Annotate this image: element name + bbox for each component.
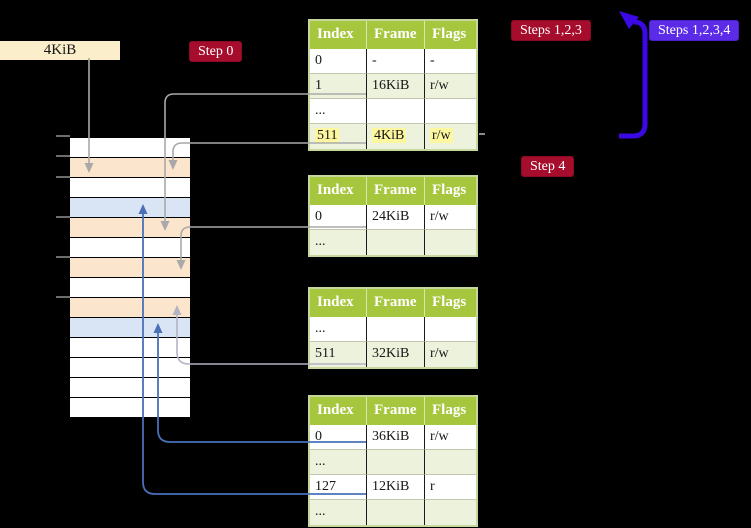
table-row: 0-- <box>310 49 476 74</box>
table-cell: 32KiB <box>367 342 425 367</box>
table-row: 511 4KiB r/w <box>310 124 476 149</box>
table-cell <box>425 450 476 475</box>
table-cell: ... <box>310 99 367 124</box>
table-cell: ... <box>310 230 367 255</box>
table-cell <box>367 450 425 475</box>
table-header-cell: Frame <box>367 21 425 49</box>
table-header-cell: Index <box>310 21 367 49</box>
table-row: ... <box>310 450 476 475</box>
memory-row-white <box>70 178 190 198</box>
memory-tick <box>56 296 70 298</box>
memory-row-peach <box>70 258 190 278</box>
memory-tick <box>56 216 70 218</box>
table-row: ... <box>310 317 476 342</box>
table-cell: ... <box>310 317 367 342</box>
page-size-label: 4KiB <box>0 41 120 60</box>
memory-tick <box>56 155 70 157</box>
table-cell <box>367 230 425 255</box>
table-header-cell: Flags <box>432 182 467 198</box>
table-cell: 511 <box>310 124 367 149</box>
table-cell <box>425 230 476 255</box>
table-cell: - <box>425 49 476 74</box>
steps1234-badge: Steps 1,2,3,4 <box>649 20 740 41</box>
table-cell: 12KiB <box>367 475 425 500</box>
table-header-cell: Flags <box>432 294 467 310</box>
table-cell: r <box>425 475 476 500</box>
memory-row-white <box>70 278 190 298</box>
table-cell: 0 <box>310 49 367 74</box>
highlighted-value: 511 <box>315 128 340 143</box>
table-row: ... <box>310 99 476 124</box>
table-header-cell: Index <box>310 177 367 205</box>
table-cell: 127 <box>310 475 367 500</box>
highlighted-value: r/w <box>430 128 453 143</box>
memory-row-white <box>70 138 190 158</box>
table-cell: 0 <box>310 205 367 230</box>
memory-column <box>70 137 190 418</box>
table-header-cell: Index <box>310 289 367 317</box>
table-cell <box>425 99 476 124</box>
table-cell: 4KiB <box>367 124 425 149</box>
memory-tick <box>56 176 70 178</box>
table-row: ... <box>310 500 476 525</box>
table-cell: 1 <box>310 74 367 99</box>
memory-tick <box>56 256 70 258</box>
memory-row-white <box>70 358 190 378</box>
table-cell: 0 <box>310 425 367 450</box>
table-header-cell: Frame <box>367 289 425 317</box>
table-cell <box>425 500 476 525</box>
table-cell: 24KiB <box>367 205 425 230</box>
table-cell: r/w <box>425 342 476 367</box>
table-header-cell: Frame <box>367 177 425 205</box>
table-cell: r/w <box>425 205 476 230</box>
table-cell: 511 <box>310 342 367 367</box>
memory-row-blue <box>70 318 190 338</box>
table-cell: r/w <box>425 124 476 149</box>
memory-row-peach <box>70 158 190 178</box>
steps-loop-arrow <box>619 19 648 139</box>
memory-row-white <box>70 338 190 358</box>
memory-row-white <box>70 238 190 258</box>
table-cell <box>367 500 425 525</box>
table-row: ... <box>310 230 476 255</box>
table-cell: r/w <box>425 74 476 99</box>
table-cell <box>367 317 425 342</box>
memory-row-peach <box>70 298 190 318</box>
table-cell: - <box>367 49 425 74</box>
steps-loop-arrowhead <box>619 11 639 29</box>
memory-row-white <box>70 398 190 418</box>
steps123-badge: Steps 1,2,3 <box>511 20 591 41</box>
memory-row-peach <box>70 218 190 238</box>
highlighted-value: 4KiB <box>372 128 407 143</box>
memory-row-blue <box>70 198 190 218</box>
memory-tick <box>56 135 70 137</box>
table-header-cell: Flags <box>432 402 467 418</box>
table-cell <box>425 317 476 342</box>
table-cell: ... <box>310 450 367 475</box>
table-cell: 36KiB <box>367 425 425 450</box>
step4-badge: Step 4 <box>521 156 575 177</box>
table-cell: r/w <box>425 425 476 450</box>
memory-row-white <box>70 378 190 398</box>
table-cell: 16KiB <box>367 74 425 99</box>
table-cell: ... <box>310 500 367 525</box>
table-cell <box>367 99 425 124</box>
table-header-cell: Flags <box>432 26 467 42</box>
table-header-cell: Index <box>310 397 367 425</box>
table-header-cell: Frame <box>367 397 425 425</box>
step0-badge: Step 0 <box>189 41 243 62</box>
